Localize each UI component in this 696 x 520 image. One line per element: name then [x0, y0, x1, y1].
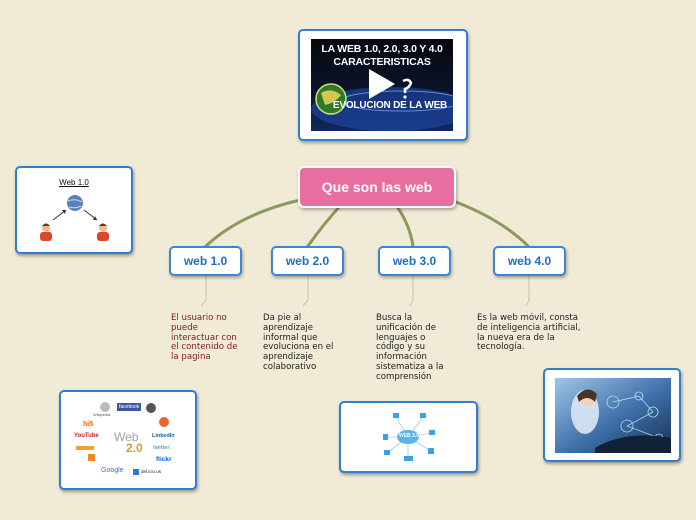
web2-center-web: Web — [114, 430, 139, 444]
video-title-line1: LA WEB 1.0, 2.0, 3.0 Y 4.0 — [321, 43, 443, 55]
logo-wikipedia: Wikipedia — [93, 412, 111, 417]
connector-web1 — [204, 198, 302, 248]
network-icon — [420, 413, 426, 418]
delicious-icon — [133, 469, 139, 475]
cloud-node-icon — [429, 430, 435, 435]
phone-icon — [383, 434, 388, 440]
logo-google: Google — [101, 467, 124, 474]
wikipedia-icon — [100, 402, 110, 412]
web2-logo-marks — [76, 402, 169, 475]
leader-web2 — [302, 276, 309, 307]
web3-center-text: WEB 3.0 — [398, 433, 419, 439]
connector-web2 — [306, 204, 342, 248]
video-title-line2: CARACTERISTICAS — [333, 56, 431, 68]
web2-center-version: 2.0 — [126, 441, 143, 455]
web3-diagram — [383, 413, 435, 461]
desc-web-1: El usuario no puede interactuar con el c… — [171, 313, 238, 363]
web4-photo-card[interactable] — [543, 368, 681, 462]
connector-web3 — [396, 206, 415, 248]
video-background-art — [311, 83, 453, 131]
web1-diagram — [40, 195, 109, 241]
rss-icon — [88, 454, 95, 461]
node-web-4[interactable]: web 4.0 — [493, 246, 566, 276]
person-icon — [40, 223, 52, 241]
logo-hi5: hi5 — [83, 421, 94, 428]
logo-linkedin: LinkedIn — [152, 433, 175, 439]
node-web-3[interactable]: web 3.0 — [378, 246, 451, 276]
node-web-1[interactable]: web 1.0 — [169, 246, 242, 276]
person-icon — [97, 223, 109, 241]
play-icon[interactable] — [311, 39, 453, 131]
desc-web-2: Da pie al aprendizaje informal que evolu… — [263, 313, 334, 372]
desc-web-4: Es la web móvil, consta de inteligencia … — [477, 313, 581, 353]
logo-twitter: twitter — [153, 445, 170, 451]
root-node[interactable]: Que son las web — [298, 166, 456, 208]
web1-image-card[interactable]: Web 1.0 — [15, 166, 133, 254]
logo-facebook: facebook — [117, 403, 142, 411]
video-thumbnail-card[interactable]: LA WEB 1.0, 2.0, 3.0 Y 4.0 CARACTERISTIC… — [298, 29, 468, 141]
monitor-icon — [393, 413, 399, 418]
cloud-icon — [397, 430, 419, 444]
technorati-icon — [76, 446, 94, 450]
leader-web4 — [525, 276, 530, 307]
web2-logos-card[interactable]: Web 2.0 Wikipedia facebook hi5 YouTube L… — [59, 390, 197, 490]
leader-web3 — [409, 276, 414, 307]
leader-web1 — [200, 276, 207, 307]
database-icon — [404, 456, 413, 461]
globe-icon — [67, 195, 83, 211]
car-dashboard-photo — [555, 378, 671, 453]
logo-youtube: YouTube — [74, 433, 99, 439]
video-subtitle: EVOLUCION DE LA WEB — [332, 100, 448, 111]
wordpress-icon — [146, 403, 156, 413]
web3-diagram-card[interactable]: WEB 3.0 — [339, 401, 478, 473]
blogger-icon — [159, 417, 169, 427]
video-thumbnail[interactable]: LA WEB 1.0, 2.0, 3.0 Y 4.0 CARACTERISTIC… — [311, 39, 453, 131]
web1-image-title: Web 1.0 — [59, 178, 89, 187]
desc-web-3: Busca la unificación de lenguajes o códi… — [376, 313, 444, 382]
chart-icon — [428, 448, 434, 454]
connector-web4 — [454, 200, 530, 248]
glasses-icon — [384, 450, 390, 455]
node-web-2[interactable]: web 2.0 — [271, 246, 344, 276]
logo-flickr: flickr — [156, 456, 172, 463]
logo-delicious: del.icio.us — [141, 469, 162, 474]
